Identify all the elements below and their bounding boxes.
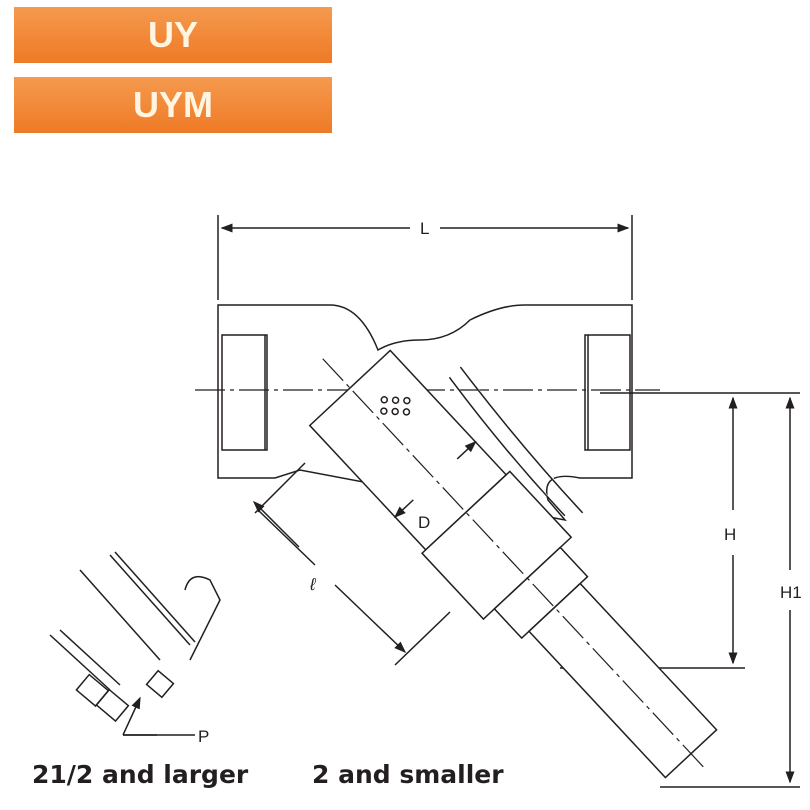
dimension-L (217, 215, 633, 300)
model-tag-uym: UYM (14, 77, 332, 133)
label-H: H (724, 525, 736, 544)
caption-small: 2 and smaller (312, 760, 504, 789)
screen-barrel (308, 349, 718, 779)
model-tag-uy: UY (14, 7, 332, 63)
label-D: D (418, 513, 430, 532)
label-P: P (198, 727, 209, 746)
label-L: L (420, 219, 429, 238)
label-H1: H1 (780, 583, 802, 602)
dimension-l (252, 462, 451, 666)
label-l: ℓ (309, 575, 316, 594)
caption-large: 21/2 and larger (32, 760, 249, 789)
detail-large-size (49, 551, 221, 736)
